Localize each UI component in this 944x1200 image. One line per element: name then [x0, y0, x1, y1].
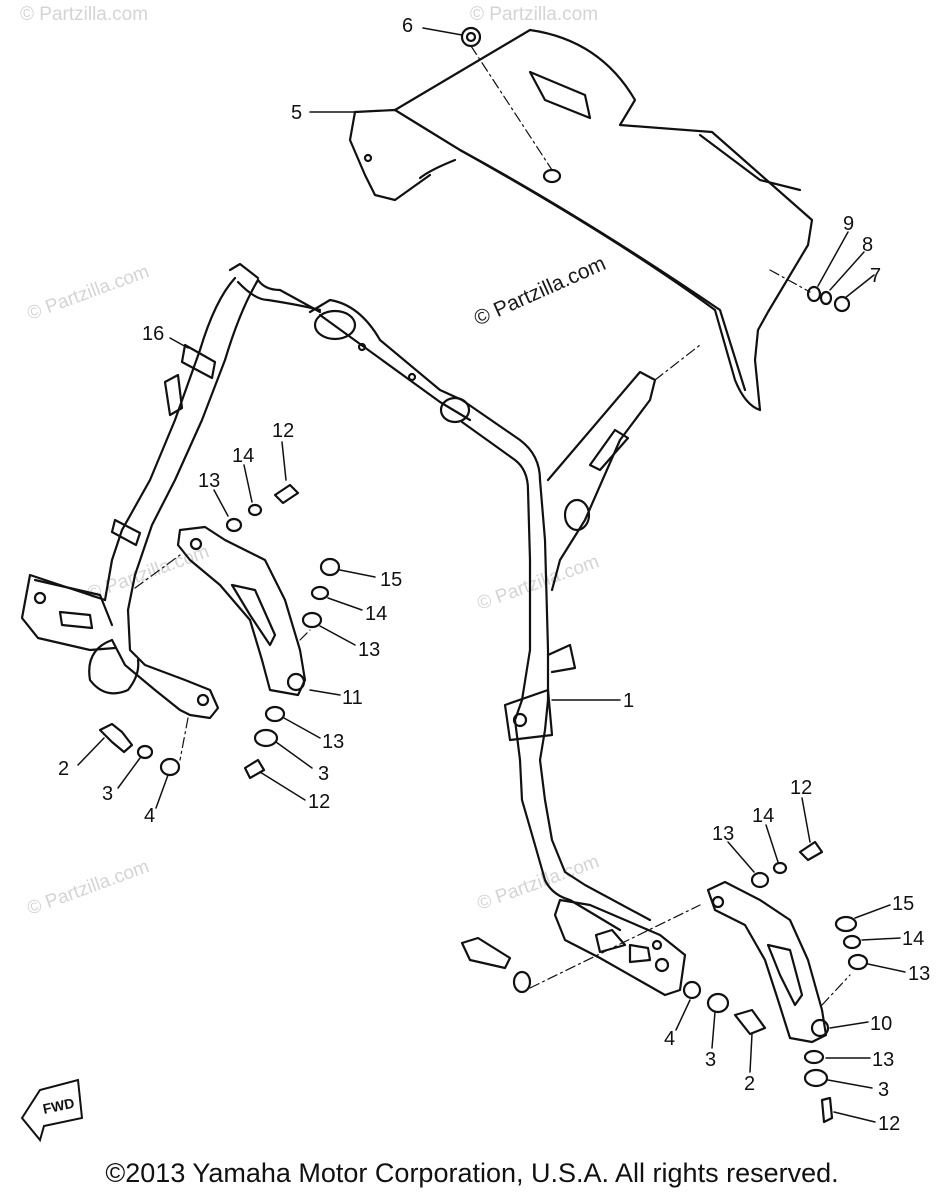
assembly-lines: [134, 45, 851, 1006]
watermark: © Partzilla.com: [85, 541, 212, 605]
fairing-cover: [348, 28, 814, 412]
callout-14: 14: [365, 603, 387, 625]
callout-14: 14: [902, 928, 924, 950]
callout-11: 11: [342, 687, 363, 709]
left-bracket: [176, 525, 307, 697]
callout-9: 9: [843, 213, 854, 235]
right-bracket: [706, 880, 830, 1044]
watermark-main: © Partzilla.com: [471, 252, 610, 331]
watermark: © Partzilla.com: [25, 261, 152, 325]
callout-3: 3: [705, 1049, 716, 1071]
callout-15: 15: [892, 893, 914, 915]
callout-3: 3: [318, 763, 329, 785]
watermark: © Partzilla.com: [470, 4, 598, 25]
left-frame: [20, 343, 220, 720]
callout-13: 13: [712, 823, 734, 845]
callout-1: 1: [623, 690, 634, 712]
watermark: © Partzilla.com: [20, 4, 148, 25]
callout-4: 4: [144, 805, 155, 827]
callout-labels: 6 5 9 8 7 16 12 14 13 15 14 13 11 13 3 1…: [58, 15, 930, 1135]
callout-7: 7: [870, 265, 881, 287]
callout-3: 3: [878, 1079, 889, 1101]
callout-16: 16: [142, 323, 164, 345]
callout-5: 5: [291, 102, 302, 124]
callout-12: 12: [878, 1113, 900, 1135]
callout-13: 13: [322, 731, 344, 753]
callout-13: 13: [872, 1049, 894, 1071]
callout-10: 10: [870, 1013, 892, 1035]
callout-4: 4: [664, 1028, 675, 1050]
callout-13: 13: [908, 963, 930, 985]
hardware: [98, 26, 869, 1124]
copyright-notice: ©2013 Yamaha Motor Corporation, U.S.A. A…: [105, 1158, 839, 1188]
watermark: © Partzilla.com: [25, 856, 152, 920]
callout-12: 12: [790, 777, 812, 799]
callout-14: 14: [232, 445, 254, 467]
leader-lines: [77, 27, 906, 1123]
fwd-arrow-icon: FWD: [20, 1078, 84, 1143]
callout-2: 2: [744, 1073, 755, 1095]
callout-8: 8: [862, 234, 873, 256]
main-bracket: [103, 262, 687, 997]
callout-6: 6: [402, 15, 413, 37]
callout-12: 12: [308, 791, 330, 813]
callout-13: 13: [198, 470, 220, 492]
callout-13: 13: [358, 639, 380, 661]
watermark: © Partzilla.com: [475, 551, 602, 615]
callout-15: 15: [380, 569, 402, 591]
callout-14: 14: [752, 805, 774, 827]
callout-2: 2: [58, 758, 69, 780]
callout-12: 12: [272, 420, 294, 442]
callout-3: 3: [102, 783, 113, 805]
direction-marker: FWD: [41, 1095, 76, 1117]
